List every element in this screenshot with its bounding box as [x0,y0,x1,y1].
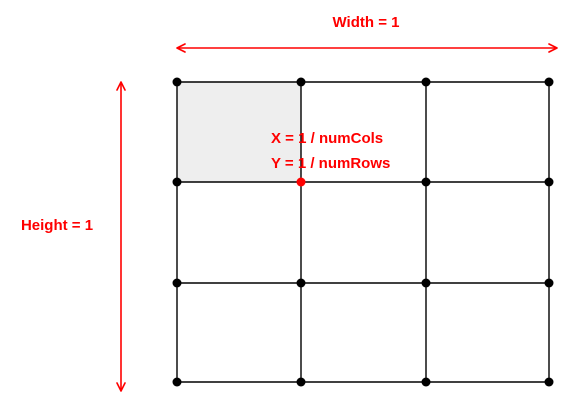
grid-node [172,77,182,87]
grid-node [296,278,306,288]
highlighted-node [296,177,306,187]
grid-lines [176,81,550,383]
highlighted-cell [177,82,301,182]
grid-node [544,77,554,87]
grid-node [172,177,182,187]
width-label: Width = 1 [333,14,400,31]
grid-node [296,377,306,387]
grid-node [421,278,431,288]
grid-node [172,377,182,387]
x-formula-label: X = 1 / numCols [271,130,383,147]
grid-node [544,177,554,187]
y-formula-label: Y = 1 / numRows [271,155,390,172]
grid-node [421,77,431,87]
grid-node [544,377,554,387]
height-label: Height = 1 [21,217,93,234]
grid-node [421,177,431,187]
grid-node [544,278,554,288]
grid-node [296,77,306,87]
grid-node [172,278,182,288]
grid-node [421,377,431,387]
grid-nodes [172,77,554,387]
